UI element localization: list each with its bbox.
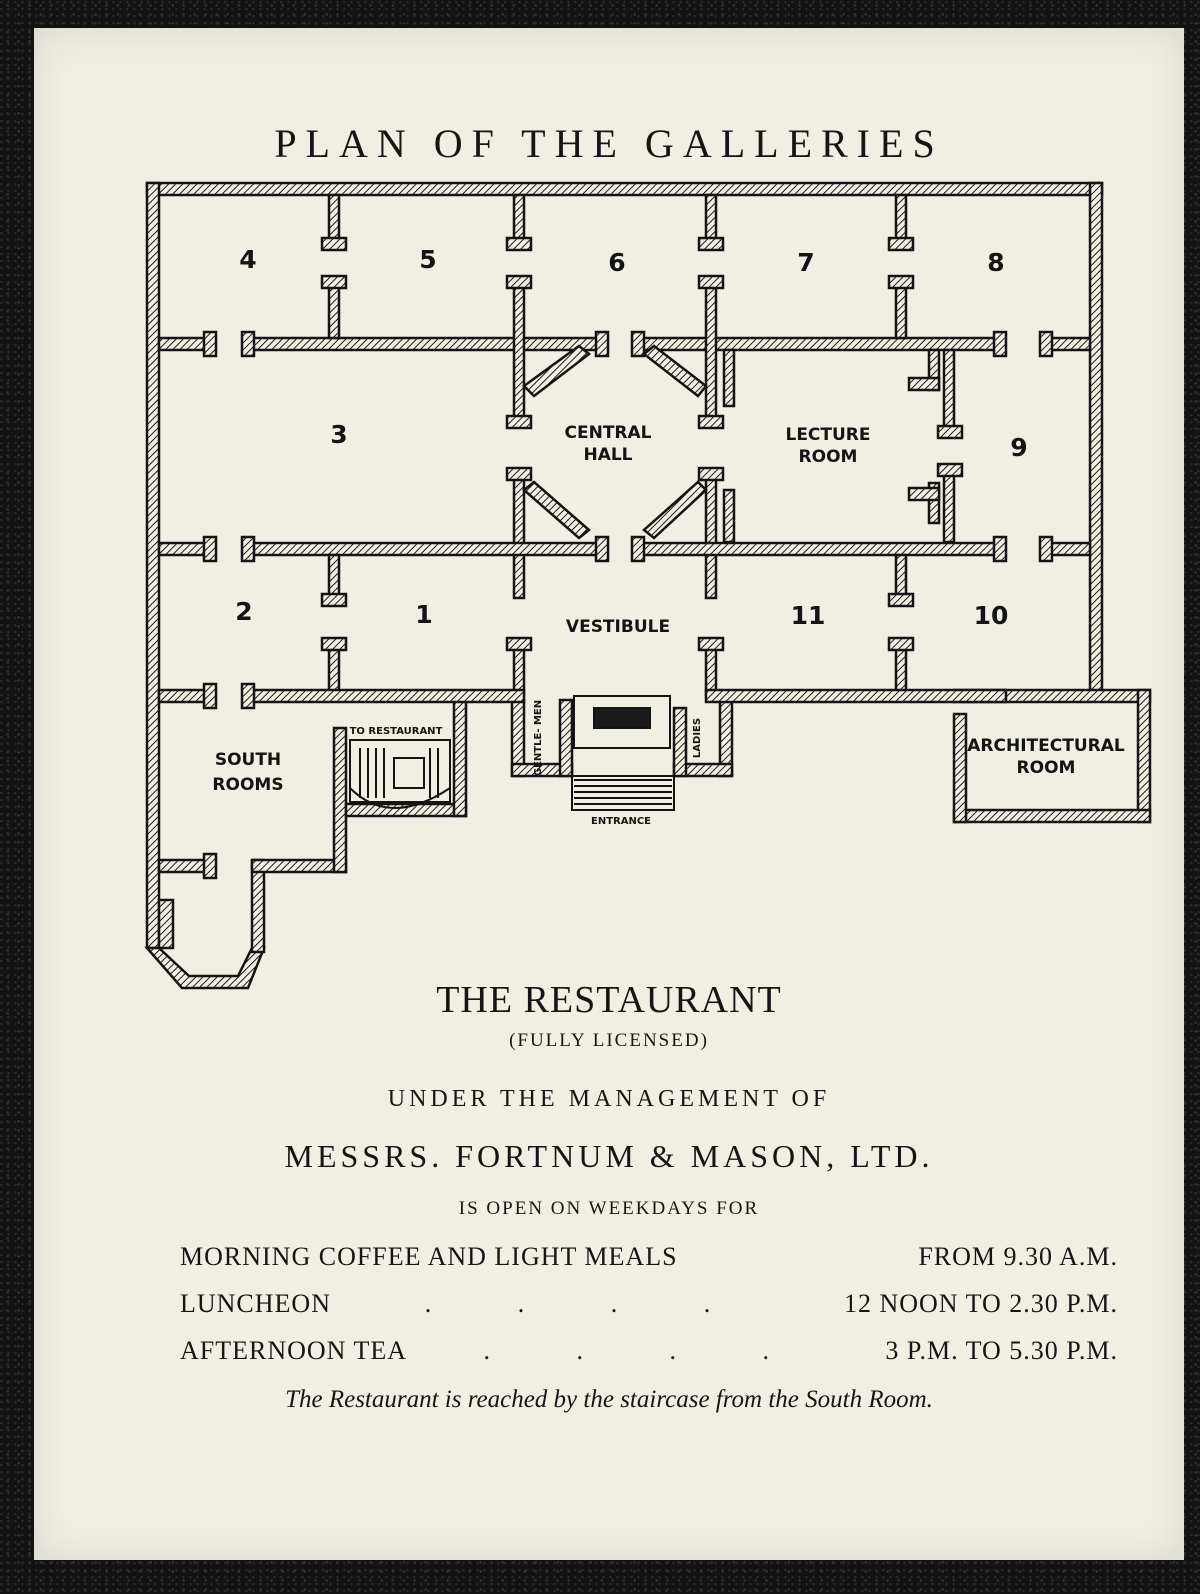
- hours-row: AFTERNOON TEA . . . . 3 P.M. TO 5.30 P.M…: [180, 1336, 1118, 1383]
- room-11-label: 11: [791, 601, 826, 630]
- entrance-label: ENTRANCE: [591, 816, 651, 827]
- room-3-label: 3: [330, 420, 347, 449]
- outer-walls: [144, 181, 1152, 990]
- lecture-room-label-2: ROOM: [799, 447, 858, 467]
- interior-walls: [157, 193, 1092, 880]
- leader-dots: . . . .: [424, 1289, 751, 1318]
- hours-table: MORNING COFFEE AND LIGHT MEALS FROM 9.30…: [180, 1242, 1118, 1383]
- meal-time: 12 NOON TO 2.30 P.M.: [843, 1289, 1118, 1318]
- company-name: MESSRS. FORTNUM & MASON, LTD.: [284, 1138, 934, 1174]
- room-7-label: 7: [797, 248, 814, 277]
- room-9-label: 9: [1010, 433, 1027, 462]
- licensed-note: (FULLY LICENSED): [509, 1030, 709, 1051]
- central-hall-label-1: CENTRAL: [565, 423, 652, 443]
- gentlemen-label: GENTLE- MEN: [533, 700, 544, 776]
- to-restaurant-label: TO RESTAURANT: [350, 726, 443, 737]
- south-rooms-label-1: SOUTH: [215, 750, 281, 770]
- room-1-label: 1: [415, 600, 432, 629]
- room-labels: 4 5 6 7 8 3 9 CENTRAL HALL LECTURE ROOM …: [212, 245, 1124, 827]
- management-line: UNDER THE MANAGEMENT OF: [387, 1086, 831, 1112]
- room-4-label: 4: [239, 245, 256, 274]
- south-rooms-label-2: ROOMS: [212, 775, 283, 795]
- architectural-room-label-1: ARCHITECTURAL: [967, 736, 1125, 756]
- staircase: [349, 739, 451, 809]
- meal-name: AFTERNOON TEA: [180, 1336, 408, 1365]
- room-8-label: 8: [987, 248, 1004, 277]
- architectural-room-label-2: ROOM: [1017, 758, 1076, 778]
- lecture-room-label-1: LECTURE: [785, 425, 870, 445]
- gallery-floor-plan: 4 5 6 7 8 3 9 CENTRAL HALL LECTURE ROOM …: [144, 181, 1152, 990]
- entrance-steps: [571, 695, 675, 811]
- meal-name: LUNCHEON: [180, 1289, 331, 1318]
- opening-line: IS OPEN ON WEEKDAYS FOR: [458, 1198, 760, 1219]
- ladies-label: LADIES: [692, 718, 703, 758]
- hours-row: LUNCHEON . . . . 12 NOON TO 2.30 P.M.: [180, 1289, 1118, 1336]
- meal-name: MORNING COFFEE AND LIGHT MEALS: [180, 1242, 678, 1271]
- hours-row: MORNING COFFEE AND LIGHT MEALS FROM 9.30…: [180, 1242, 1118, 1289]
- room-6-label: 6: [608, 248, 625, 277]
- page-title: PLAN OF THE GALLERIES: [274, 121, 944, 166]
- restaurant-access-note: The Restaurant is reached by the stairca…: [285, 1386, 933, 1413]
- meal-time: FROM 9.30 A.M.: [918, 1242, 1118, 1271]
- leader-dots: . . . .: [483, 1336, 809, 1365]
- central-hall-label-2: HALL: [583, 445, 632, 465]
- room-2-label: 2: [235, 597, 252, 626]
- room-10-label: 10: [974, 601, 1009, 630]
- vestibule-label: VESTIBULE: [566, 617, 670, 637]
- room-5-label: 5: [419, 245, 436, 274]
- printed-page: PLAN OF THE GALLERIES: [34, 28, 1184, 1560]
- restaurant-title: THE RESTAURANT: [436, 979, 782, 1021]
- meal-time: 3 P.M. TO 5.30 P.M.: [885, 1336, 1118, 1365]
